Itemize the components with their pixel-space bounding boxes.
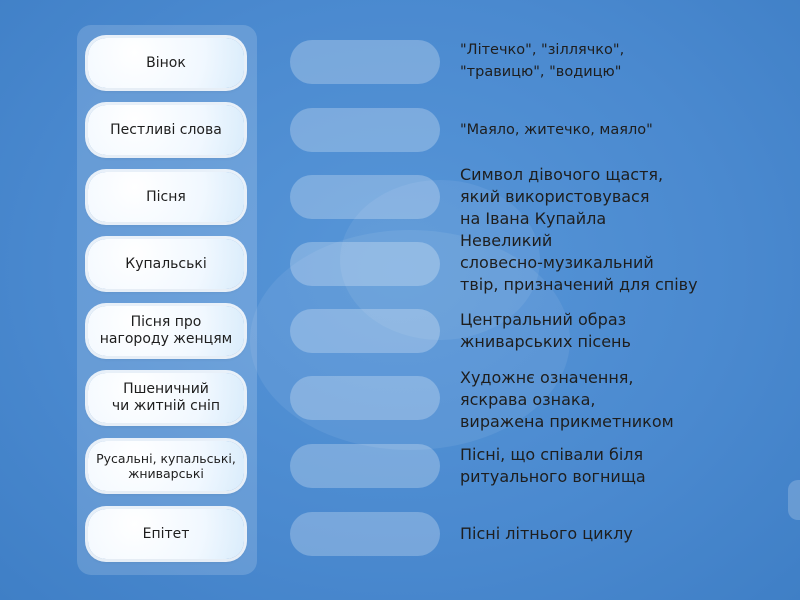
clue-text: Невеликий словесно-музикальний твір, при… — [460, 231, 698, 294]
draggable-card[interactable]: Купальські — [88, 239, 244, 289]
drop-slot[interactable] — [290, 242, 440, 286]
clue-text: "Маяло, житечко, маяло" — [460, 122, 653, 138]
draggable-card[interactable]: Русальні, купальські, жниварські — [88, 441, 244, 491]
draggable-card[interactable]: Пестливі слова — [88, 105, 244, 155]
draggable-card[interactable]: Пшеничний чи житній сніп — [88, 373, 244, 423]
background-cloud — [250, 230, 570, 450]
clue-text: Символ дівочого щастя, який використовув… — [460, 165, 664, 228]
drop-slot[interactable] — [290, 108, 440, 152]
side-tab[interactable] — [788, 480, 800, 520]
clue-text: Пісні літнього циклу — [460, 524, 633, 543]
background-cloud — [340, 180, 540, 340]
clue-text: "Літечко", "зіллячко", "травицю", "водиц… — [460, 42, 625, 80]
draggable-card[interactable]: Епітет — [88, 509, 244, 559]
draggable-card[interactable]: Пісня про нагороду женцям — [88, 306, 244, 356]
clue-text: Центральний образ жниварських пісень — [460, 310, 631, 351]
clue-text: Пісні, що співали біля ритуального вогни… — [460, 445, 646, 486]
drop-slot[interactable] — [290, 376, 440, 420]
drop-slot[interactable] — [290, 309, 440, 353]
clue-text: Художнє означення, яскрава ознака, вираж… — [460, 368, 674, 431]
draggable-card[interactable]: Вінок — [88, 38, 244, 88]
drop-slot[interactable] — [290, 444, 440, 488]
drop-slot[interactable] — [290, 175, 440, 219]
draggable-card[interactable]: Пісня — [88, 172, 244, 222]
drop-slot[interactable] — [290, 40, 440, 84]
drop-slot[interactable] — [290, 512, 440, 556]
